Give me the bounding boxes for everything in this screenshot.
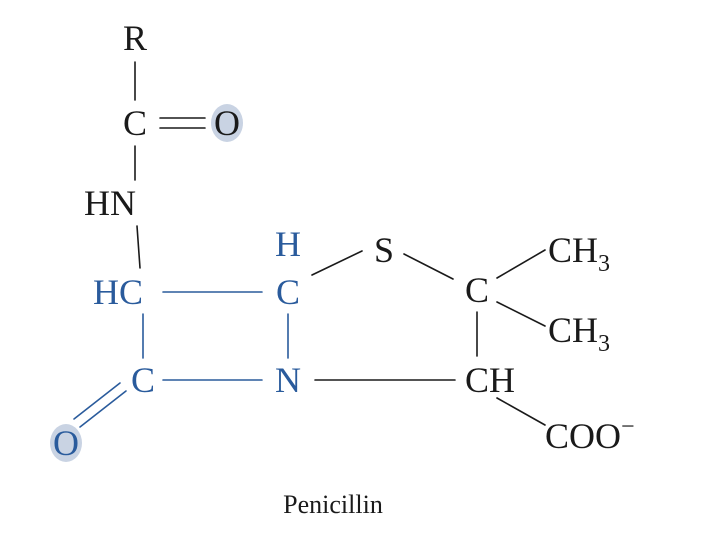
ch3-top-main: CH bbox=[548, 230, 598, 270]
coo-charge: − bbox=[621, 414, 635, 440]
ch3-top-subscript: 3 bbox=[598, 251, 610, 277]
atom-coo: COO− bbox=[545, 414, 635, 456]
bond-clactam-o-double-2 bbox=[73, 382, 121, 420]
atom-c-lactam: C bbox=[131, 360, 155, 400]
atom-h: H bbox=[275, 224, 301, 264]
atom-n: N bbox=[275, 360, 301, 400]
bond-s-cgem bbox=[403, 253, 454, 280]
coo-main: COO bbox=[545, 416, 621, 456]
bond-cgem-ch3-top bbox=[496, 249, 546, 279]
black-atoms: R C O HN S C CH3 CH3 CH COO− bbox=[84, 18, 635, 456]
atom-o-lactam: O bbox=[53, 423, 79, 463]
atom-c-gem: C bbox=[465, 270, 489, 310]
bond-ch-coo bbox=[496, 397, 546, 426]
blue-atoms: HC H C C N O bbox=[53, 224, 301, 463]
ch3-bottom-main: CH bbox=[548, 310, 598, 350]
atom-hc: HC bbox=[93, 272, 143, 312]
atom-o-carbonyl: O bbox=[214, 103, 240, 143]
caption: Penicillin bbox=[283, 490, 383, 519]
atom-r: R bbox=[123, 18, 147, 58]
o-lactam-shadow bbox=[50, 424, 82, 462]
o-carbonyl-shadow bbox=[211, 104, 243, 142]
atom-c-ring: C bbox=[276, 272, 300, 312]
bond-hn-hc bbox=[136, 225, 141, 269]
atom-c-carbonyl: C bbox=[123, 103, 147, 143]
blue-bonds bbox=[73, 291, 289, 428]
atom-ch3-bottom: CH3 bbox=[548, 310, 610, 357]
atom-ch3-top: CH3 bbox=[548, 230, 610, 277]
atom-s: S bbox=[374, 230, 394, 270]
atom-ch: CH bbox=[465, 360, 515, 400]
black-bonds bbox=[134, 61, 546, 426]
atom-hn: HN bbox=[84, 183, 136, 223]
ch3-bottom-subscript: 3 bbox=[598, 331, 610, 357]
bond-clactam-o-double-1 bbox=[79, 390, 127, 428]
bond-ch-s bbox=[311, 250, 363, 276]
bond-cgem-ch3-bottom bbox=[496, 301, 546, 327]
